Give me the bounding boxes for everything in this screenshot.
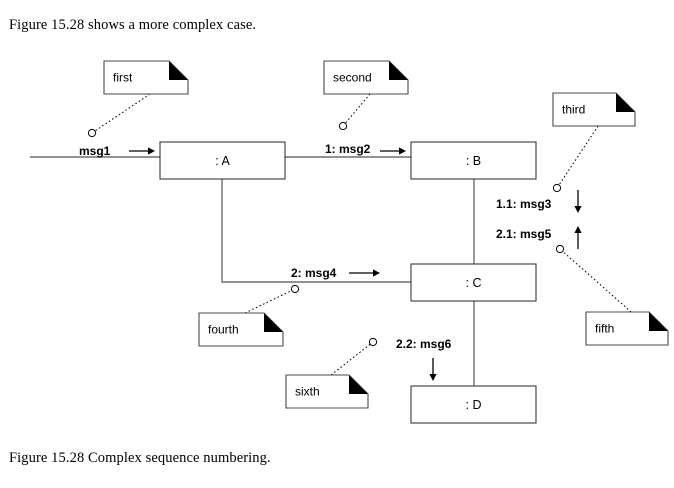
note-fourth: fourth [198,312,284,347]
message-arrow-head-icon-msg5 [574,226,582,233]
note-label-fourth: fourth [208,323,239,337]
note-body-third [552,92,636,127]
message-arrow-head-icon-msg2 [399,147,406,155]
note-anchor-dot-fifth [555,244,565,254]
message-label-msg1: msg1 [79,144,111,158]
object-box-label-B: : B [466,154,481,168]
note-anchor-dot-fourth [290,284,300,294]
note-anchor-dot-third [552,183,562,193]
message-label-msg2: 1: msg2 [325,142,371,156]
note-fifth: fifth [585,311,669,346]
note-body-fifth [585,311,669,346]
object-box-rect-C [410,263,537,302]
intro-text: Figure 15.28 shows a more complex case. [9,17,257,33]
message-msg6: 2.2: msg6 [396,337,452,381]
message-msg1: msg1 [79,144,155,158]
message-label-msg3: 1.1: msg3 [496,197,552,211]
message-label-msg5: 2.1: msg5 [496,227,552,241]
note-fold-icon-sixth [349,375,368,394]
note-anchor-line-fourth [244,288,296,314]
note-label-second: second [333,71,372,85]
message-arrow-head-icon-msg1 [148,147,155,155]
note-anchor-line-sixth [330,341,374,376]
note-body-first [103,60,189,95]
note-anchor-line-first [91,93,151,134]
object-box-B[interactable]: : B [410,141,537,180]
object-box-label-C: : C [466,276,482,290]
note-fold-icon-first [169,61,188,80]
note-anchor-dot-second [338,121,348,131]
message-arrow-head-icon-msg4 [373,269,380,277]
note-body-fourth [198,312,284,347]
object-box-rect-B [410,141,537,180]
message-msg5: 2.1: msg5 [496,226,582,249]
link-A-to-C [221,179,411,283]
note-anchor-line-fifth [559,248,632,313]
note-label-fifth: fifth [595,322,614,336]
anchors-layer [87,93,632,376]
note-fold-icon-second [389,61,408,80]
note-fold-icon-fourth [264,313,283,332]
notes-layer: first second third fourth fifth sixth [103,60,669,409]
note-anchor-dot-first [87,128,97,138]
note-label-third: third [562,103,585,117]
message-label-msg4: 2: msg4 [291,266,337,280]
note-third: third [552,92,636,127]
object-box-label-D: : D [466,398,482,412]
note-body-sixth [285,374,369,409]
message-arrow-head-icon-msg3 [574,206,582,213]
figure-caption: Figure 15.28 Complex sequence numbering. [9,450,271,466]
note-anchor-line-second [342,93,371,127]
objects-layer: : A : B : C : D [159,141,537,424]
messages-layer: msg1 1: msg2 1.1: msg3 2: msg4 2.1: msg5 2.2:… [79,142,582,381]
note-first: first [103,60,189,95]
links-layer [30,156,475,386]
note-body-second [323,60,409,95]
object-box-D[interactable]: : D [410,385,537,424]
message-arrow-head-icon-msg6 [429,374,437,381]
note-second: second [323,60,409,95]
message-msg2: 1: msg2 [325,142,406,156]
object-box-C[interactable]: : C [410,263,537,302]
note-label-first: first [113,71,133,85]
note-fold-icon-third [616,93,635,112]
note-anchor-line-third [556,125,599,189]
note-label-sixth: sixth [295,385,320,399]
object-box-rect-D [410,385,537,424]
message-msg3: 1.1: msg3 [496,190,582,213]
note-fold-icon-fifth [649,312,668,331]
note-anchor-dot-sixth [368,337,378,347]
note-sixth: sixth [285,374,369,409]
object-box-rect-A [159,141,286,180]
object-box-label-A: : A [215,154,230,168]
message-msg4: 2: msg4 [291,266,380,280]
message-label-msg6: 2.2: msg6 [396,337,452,351]
object-box-A[interactable]: : A [159,141,286,180]
